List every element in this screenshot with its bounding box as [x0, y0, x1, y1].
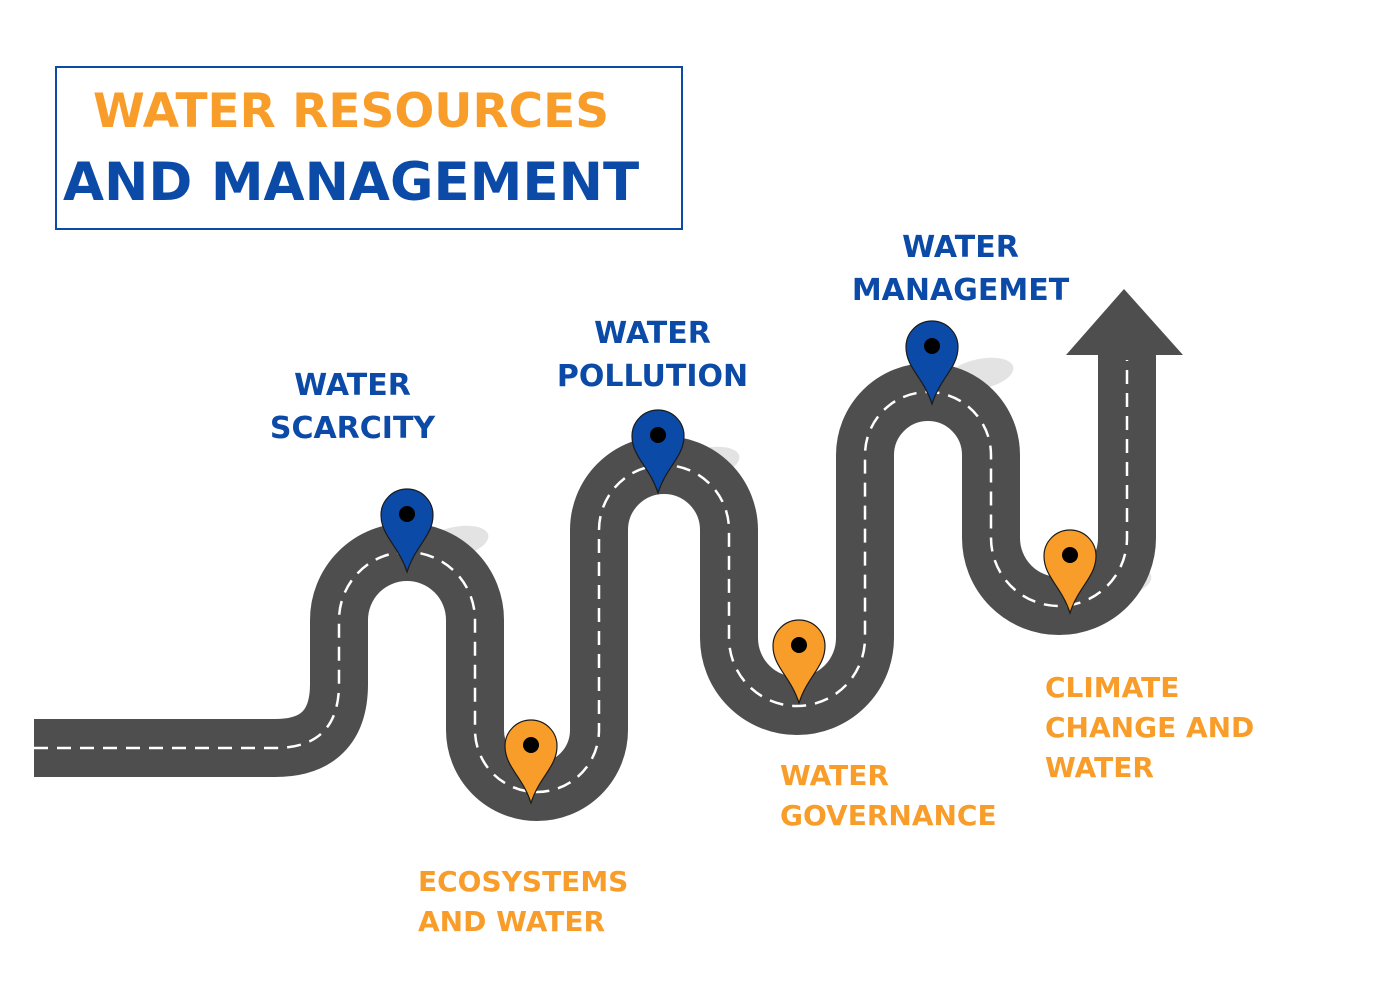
map-pin-icon: [504, 719, 558, 806]
map-pin-icon: [380, 488, 434, 575]
title-line-2: AND MANAGEMENT: [63, 152, 640, 213]
road-center-line: [34, 360, 1129, 794]
map-pin-icon: [1043, 529, 1097, 616]
title-box: WATER RESOURCES AND MANAGEMENT: [55, 66, 683, 230]
map-pin-icon: [905, 320, 959, 407]
map-pin-icon: [631, 409, 685, 496]
arrow-up-icon: [1066, 289, 1183, 355]
map-pin-icon: [772, 619, 826, 706]
title-line-1: WATER RESOURCES: [93, 84, 610, 139]
road: [34, 350, 1156, 821]
pins: [380, 320, 1097, 806]
